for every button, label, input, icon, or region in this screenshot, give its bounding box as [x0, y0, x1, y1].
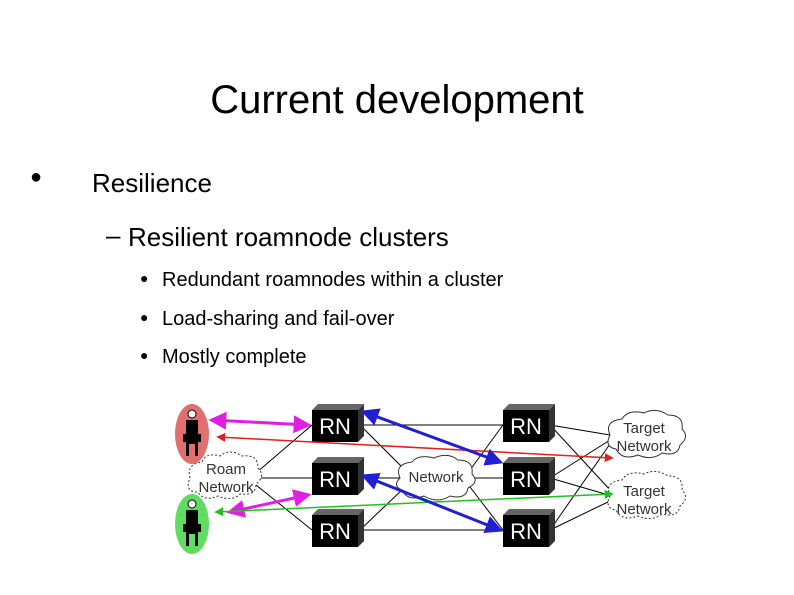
bullet-redundant-roamnodes: Redundant roamnodes within a cluster — [162, 269, 504, 291]
bullet-load-sharing: Load-sharing and fail-over — [162, 308, 395, 330]
bullet-resilience: Resilience — [92, 168, 212, 198]
target-network-cloud-bottom: Target Network — [607, 470, 686, 520]
roam-network-label-line2: Network — [198, 479, 254, 496]
rn-label: RN — [319, 467, 351, 492]
bullet-marker: ● — [140, 309, 149, 325]
dash-marker: – — [106, 220, 121, 250]
person-green-icon — [175, 494, 209, 554]
bullet-marker: ● — [140, 347, 149, 363]
rn-box-mid-right: RN — [503, 457, 555, 495]
blue-arrow-top — [360, 408, 504, 466]
bullet-mostly-complete: Mostly complete — [162, 346, 307, 368]
bullet-marker: ● — [30, 166, 43, 188]
bullet-resilient-clusters: Resilient roamnode clusters — [128, 222, 449, 252]
rn-label: RN — [319, 519, 351, 544]
target-network-top-line2: Network — [616, 438, 672, 455]
rn-box-bottom-right: RN — [503, 509, 555, 547]
rn-label: RN — [510, 414, 542, 439]
rn-label: RN — [319, 414, 351, 439]
target-network-cloud-top: Target Network — [607, 409, 686, 459]
blue-arrow-bottom — [360, 472, 504, 534]
rn-box-bottom-left: RN — [312, 509, 364, 547]
rn-box-top-right: RN — [503, 404, 555, 442]
rn-label: RN — [510, 467, 542, 492]
person-red-icon — [175, 404, 209, 464]
core-network-label: Network — [408, 469, 464, 486]
rn-box-mid-left: RN — [312, 457, 364, 495]
target-network-top-line1: Target — [623, 420, 666, 437]
slide-title: Current development — [210, 78, 584, 122]
rn-label: RN — [510, 519, 542, 544]
target-network-bottom-line1: Target — [623, 483, 666, 500]
magenta-arrow-top — [208, 411, 312, 434]
bullet-marker: ● — [140, 270, 149, 286]
roam-network-label-line1: Roam — [206, 461, 246, 478]
target-network-bottom-line2: Network — [616, 501, 672, 518]
rn-box-top-left: RN — [312, 404, 364, 442]
